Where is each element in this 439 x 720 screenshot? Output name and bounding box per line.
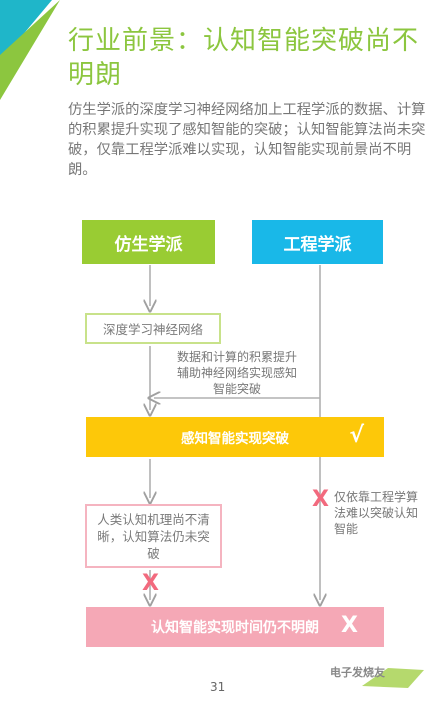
watermark-logo-icon [362,668,424,688]
x-icon: X [341,613,358,638]
cognition-x-icon: X [142,571,159,596]
watermark-text: 电子发烧友 [330,666,385,679]
engineering-x-icon: X [312,487,329,512]
data-computation-note: 数据和计算的积累提升辅助神经网络实现感知智能突破 [176,350,297,396]
corner-decoration [0,0,60,100]
engineering-limit-note: 仅依靠工程学算法难以突破认知智能 [334,490,419,536]
engineering-school-box: 工程学派 [252,220,383,264]
corner-green-triangle [0,0,60,100]
bionic-school-box: 仿生学派 [82,220,215,264]
deep-learning-box: 深度学习神经网络 [85,313,221,344]
intro-paragraph: 仿生学派的深度学习神经网络加上工程学派的数据、计算的积累提升实现了感知智能的突破… [68,102,426,178]
check-icon: √ [349,423,364,448]
page-number: 31 [210,680,226,694]
cognitive-unclear-box: 认知智能实现时间仍不明朗 X [86,607,384,647]
human-cognition-box: 人类认知机理尚不清晰，认知算法仍未突破 [85,504,222,568]
cognitive-unclear-label: 认知智能实现时间仍不明朗 [151,620,319,636]
page-title: 行业前景：认知智能突破尚不明朗 [68,26,420,90]
perception-breakthrough-label: 感知智能实现突破 [181,431,289,447]
perception-breakthrough-box: 感知智能实现突破 √ [86,417,384,457]
